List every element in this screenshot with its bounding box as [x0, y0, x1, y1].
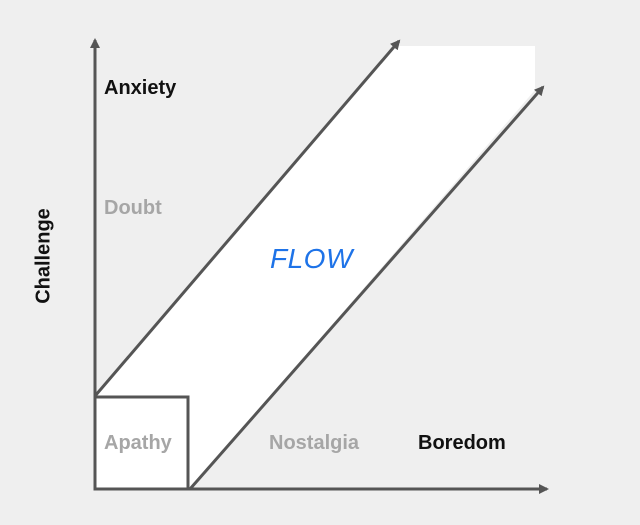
region-label-apathy: Apathy [104, 432, 172, 454]
region-label-anxiety: Anxiety [104, 77, 177, 99]
y-axis-label: Challenge [32, 208, 55, 304]
apathy-box [93, 395, 190, 491]
flow-band [95, 46, 535, 489]
region-label-doubt: Doubt [104, 197, 162, 219]
flow-upper-boundary-arrow [93, 39, 401, 397]
flow-lower-boundary-arrow [188, 85, 545, 490]
region-label-nostalgia: Nostalgia [269, 432, 360, 454]
region-label-boredom: Boredom [418, 432, 506, 454]
region-label-flow: FLOW [270, 243, 353, 274]
